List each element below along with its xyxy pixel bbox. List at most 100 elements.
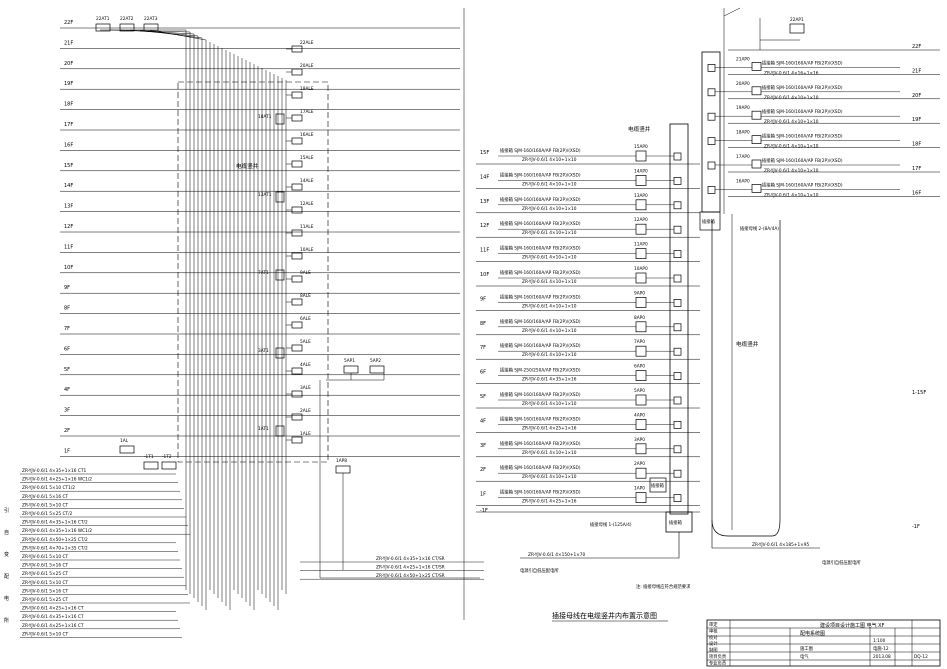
floor-box-label: 6AP0 <box>634 364 645 370</box>
floor-box <box>291 91 303 99</box>
floor-label: 12F <box>64 224 73 230</box>
floor-box <box>635 394 647 406</box>
floor-label: 13F <box>64 204 73 210</box>
busway-spec: 插接箱 SJM-250/250A/AP FB(2P)/(XSD) <box>500 367 581 374</box>
busway-spec: 插接箱 SJM-160/160A/AP FB(2P)/(XSD) <box>500 415 581 422</box>
floor-label: 10F <box>64 265 73 271</box>
title-discipline: 电气 <box>800 653 809 660</box>
floor-label: 4F <box>480 418 486 424</box>
top-box <box>143 23 159 32</box>
busway-box-top-label: 插接箱 <box>702 218 716 225</box>
floor-box-label: 7AP0 <box>634 339 645 345</box>
busway-tap <box>707 64 716 72</box>
busway-spec: 插接箱 SJM-160/160A/AP FB(2P)/(XSD) <box>762 59 843 66</box>
busway-tap <box>673 372 682 380</box>
floor-box <box>291 275 303 283</box>
floor-box-label: 19ALE <box>300 86 314 92</box>
floor-label: 3F <box>64 408 70 414</box>
floor-label: 7F <box>64 326 70 332</box>
bottom-cable-left: ZR-YJV-0.6/1 4×150+1×70 <box>528 552 586 558</box>
incoming-cable-label: ZR-YJV-0.6/1 5×25 CT <box>22 597 68 603</box>
floor-label: 6F <box>480 370 486 376</box>
busway-box-mid <box>649 477 667 493</box>
floor-box <box>291 114 303 122</box>
floor-label: 19F <box>912 117 921 123</box>
floor-box <box>635 199 647 211</box>
floor-box-label: 9ALE <box>300 270 311 276</box>
busway-tap <box>673 494 682 502</box>
cable-spec: ZR-YJV-0.6/1 4×25+1×16 <box>522 425 577 431</box>
floor-box <box>291 45 303 53</box>
floor-box <box>635 223 647 235</box>
floor-label: 19F <box>64 81 73 87</box>
cable-spec: ZR-YJV-0.6/1 4×10+1×10 <box>764 95 819 101</box>
floor-box-label: 10ALE <box>300 247 314 253</box>
cable-spec: ZR-YJV-0.6/1 4×10+1×10 <box>764 168 819 174</box>
busway-tap <box>673 177 682 185</box>
floor-box <box>291 298 303 306</box>
shaft-edges <box>723 8 733 530</box>
cable-spec: ZR-YJV-0.6/1 4×10+1×10 <box>522 328 577 334</box>
top-box <box>95 23 111 32</box>
floor-box <box>291 390 303 398</box>
busway-box-top <box>699 211 721 231</box>
floor-box <box>635 443 647 455</box>
cable-spec: ZR-YJV-0.6/1 4×10+1×10 <box>522 352 577 358</box>
floor-box-label: 16ALE <box>300 132 314 138</box>
busway-spec: 插接箱 SJM-160/160A/AP FB(2P)/(XSD) <box>762 84 843 91</box>
basement-box <box>119 445 135 454</box>
floor-box-label: 18AP0 <box>736 130 750 136</box>
riser-box-label: 3AT1 <box>258 348 269 354</box>
floor-label: 20F <box>64 61 73 67</box>
top-box-22ap1-label: 22AP1 <box>790 17 804 23</box>
busway-spec: 插接箱 SJM-160/160A/AP FB(2P)/(XSD) <box>500 196 581 203</box>
title-block-label: 审核 <box>709 627 718 634</box>
floor-box-label: 21AP0 <box>736 56 750 62</box>
right-box <box>335 465 351 474</box>
incoming-cable-label: ZR-YJV-0.6/1 5×10 CT <box>22 631 68 637</box>
floor-box-label: 11ALE <box>300 224 314 230</box>
floor-box-label: 14ALE <box>300 178 314 184</box>
floor-label: 4F <box>64 387 70 393</box>
floor-box-label: 14AP0 <box>634 168 648 174</box>
floor-box-label: 12AP0 <box>634 217 648 223</box>
cable-spec: ZR-YJV-0.6/1 4×10+1×10 <box>522 474 577 480</box>
riser-box-label: 18AT1 <box>258 114 272 120</box>
cable-bundle <box>100 29 287 610</box>
title-sheet: 电施-12 <box>873 645 889 652</box>
floor-box <box>635 297 647 308</box>
incoming-cable-label: ZR-YJV-0.6/1 5×16 CT <box>22 494 68 500</box>
floor-label: 5F <box>64 367 70 373</box>
busway-tap <box>673 396 682 405</box>
right-box-label: 1AP8 <box>336 458 347 464</box>
busway-spec: 插接箱 SJM-160/160A/AP FB(2P)/(XSD) <box>500 293 581 300</box>
cable-spec: ZR-YJV-0.6/1 4×10+1×10 <box>522 157 577 163</box>
incoming-cable-label: ZR-YJV-0.6/1 5×10 CT <box>22 554 68 560</box>
busway-spec: 插接箱 SJM-160/160A/AP FB(2P)/(XSD) <box>500 220 581 227</box>
floor-box-label: 5ALE <box>300 339 311 345</box>
cable-shaft-outline <box>177 81 329 463</box>
side-title-char: 所 <box>4 617 9 624</box>
busway-tap <box>673 421 682 429</box>
floor-box <box>635 175 647 186</box>
floor-box <box>291 413 303 421</box>
cable-shaft-label: 电缆竖井 <box>236 162 259 170</box>
title-date: 2013.08 <box>873 654 891 660</box>
busway-tap <box>673 274 682 283</box>
busway-riser-right <box>701 51 721 213</box>
floor-label: 6F <box>64 346 70 352</box>
side-title-char: 配 <box>4 574 9 580</box>
floor-label: 5F <box>480 394 486 400</box>
floor-box <box>751 159 762 169</box>
riser-box <box>275 269 285 281</box>
floor-box <box>291 344 303 352</box>
floor-box <box>635 248 647 259</box>
busway-spec: 插接箱 SJM-160/160A/AP FB(2P)/(XSD) <box>500 391 581 398</box>
busway-spec: 插接箱 SJM-160/160A/AP FB(2P)/(XSD) <box>762 108 843 115</box>
floor-box <box>291 321 303 329</box>
source-left: 电源引自低压配电所 <box>520 567 559 574</box>
floor-box-label: 8AP0 <box>634 315 645 321</box>
floor-box-label: 3AP0 <box>634 437 645 443</box>
